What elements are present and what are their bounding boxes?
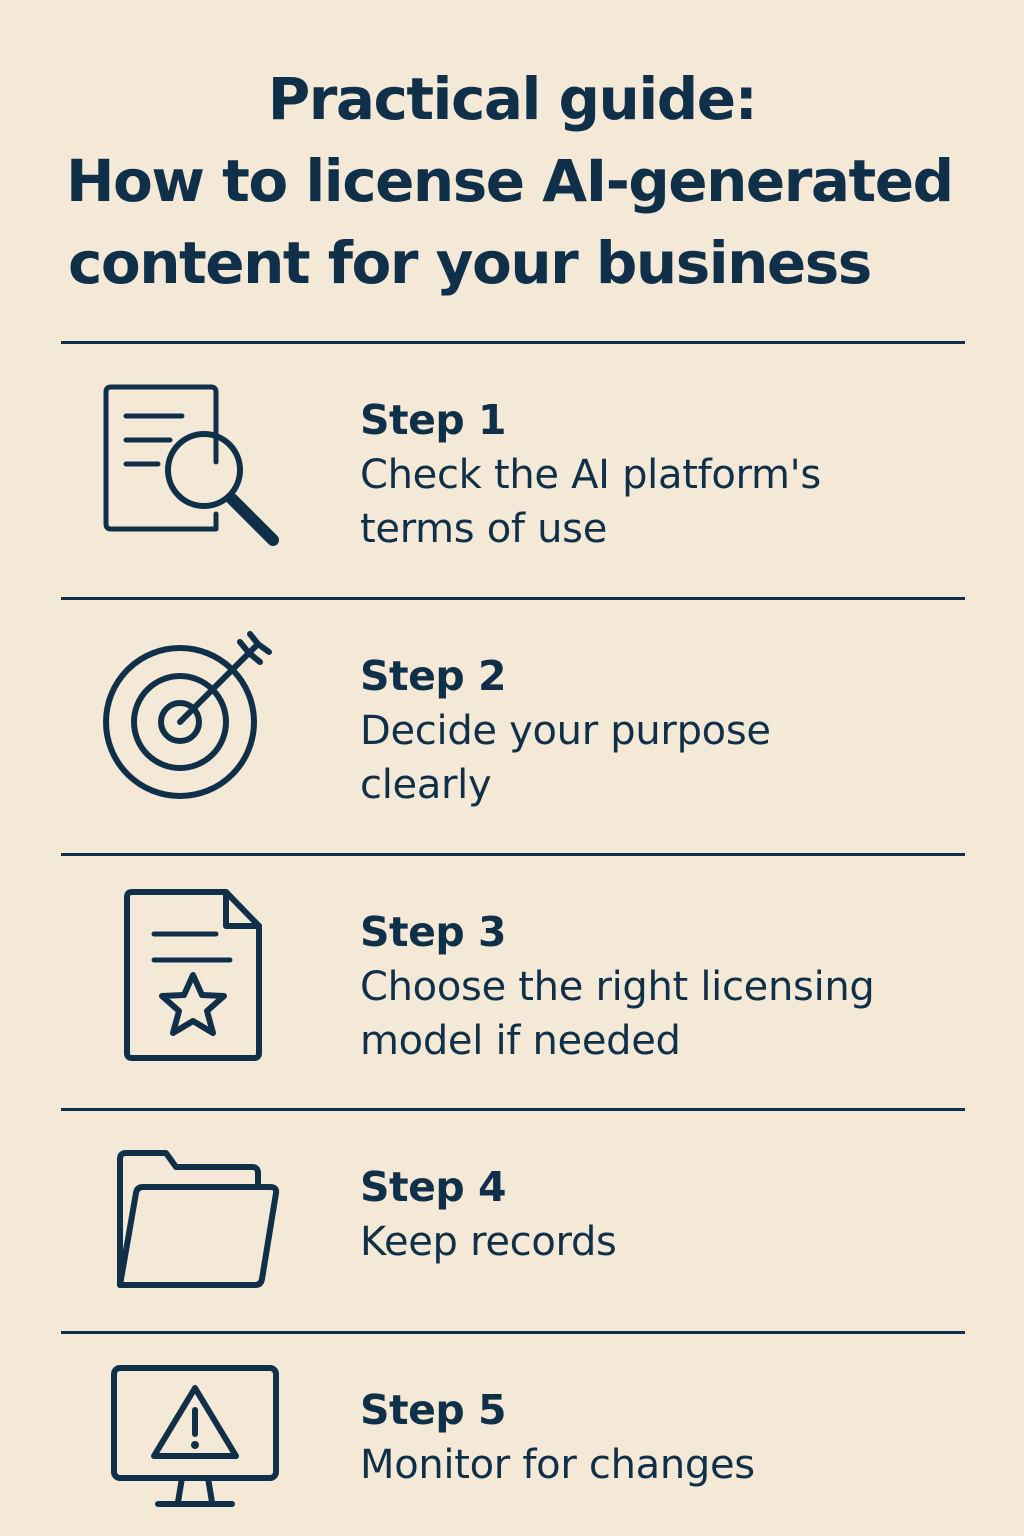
step-1: Step 1 Check the AI platform's terms of … [0, 344, 1024, 598]
folder-icon [112, 1147, 284, 1292]
step-description: terms of use [360, 506, 608, 552]
divider [61, 597, 965, 600]
step-description: Choose the right licensing [360, 964, 875, 1010]
document-star-icon [122, 888, 267, 1068]
title-line-2: How to license AI-generated [66, 147, 954, 215]
page-title: Practical guide: How to license AI-gener… [0, 58, 1024, 304]
step-label: Step 3 [360, 908, 507, 956]
divider [61, 1108, 965, 1111]
title-line-1: Practical guide: [267, 65, 758, 133]
step-description: Monitor for changes [360, 1442, 755, 1488]
step-description: Check the AI platform's [360, 452, 821, 498]
step-description: clearly [360, 762, 492, 808]
document-search-icon [100, 382, 285, 552]
step-description: Decide your purpose [360, 708, 771, 754]
step-description: Keep records [360, 1219, 617, 1265]
step-label: Step 1 [360, 396, 507, 444]
target-arrow-icon [100, 630, 280, 805]
step-label: Step 4 [360, 1163, 507, 1211]
step-label: Step 5 [360, 1386, 507, 1434]
title-line-3: content for your business [68, 229, 872, 297]
step-3: Step 3 Choose the right licensing model … [0, 856, 1024, 1110]
step-2: Step 2 Decide your purpose clearly [0, 600, 1024, 854]
step-5: Step 5 Monitor for changes [0, 1334, 1024, 1536]
divider [61, 853, 965, 856]
divider [61, 1331, 965, 1334]
divider [61, 341, 965, 344]
step-4: Step 4 Keep records [0, 1111, 1024, 1331]
step-description: model if needed [360, 1018, 681, 1064]
monitor-warning-icon [110, 1364, 282, 1510]
step-label: Step 2 [360, 652, 507, 700]
